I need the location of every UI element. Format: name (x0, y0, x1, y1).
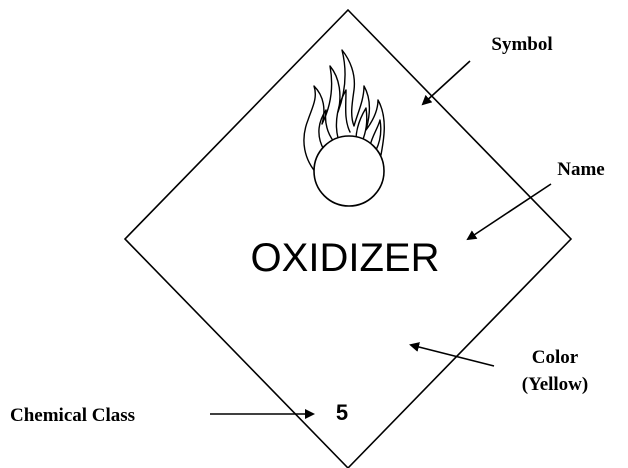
callout-symbol-label: Symbol (491, 34, 552, 55)
flame-over-circle-icon (303, 49, 385, 207)
callout-symbol-arrow (421, 60, 471, 106)
callout-name-label: Name (557, 159, 604, 180)
callout-chemical-class-label: Chemical Class (10, 405, 135, 426)
placard-diamond (123, 8, 573, 468)
callout-color-sublabel: (Yellow) (522, 374, 588, 395)
class-number: 5 (336, 400, 348, 425)
circle-shape (313, 135, 385, 207)
placard-name: OXIDIZER (251, 236, 440, 280)
callout-color-arrow (409, 342, 495, 367)
callout-name-arrow (466, 183, 552, 241)
callout-color-label: Color (532, 347, 579, 368)
